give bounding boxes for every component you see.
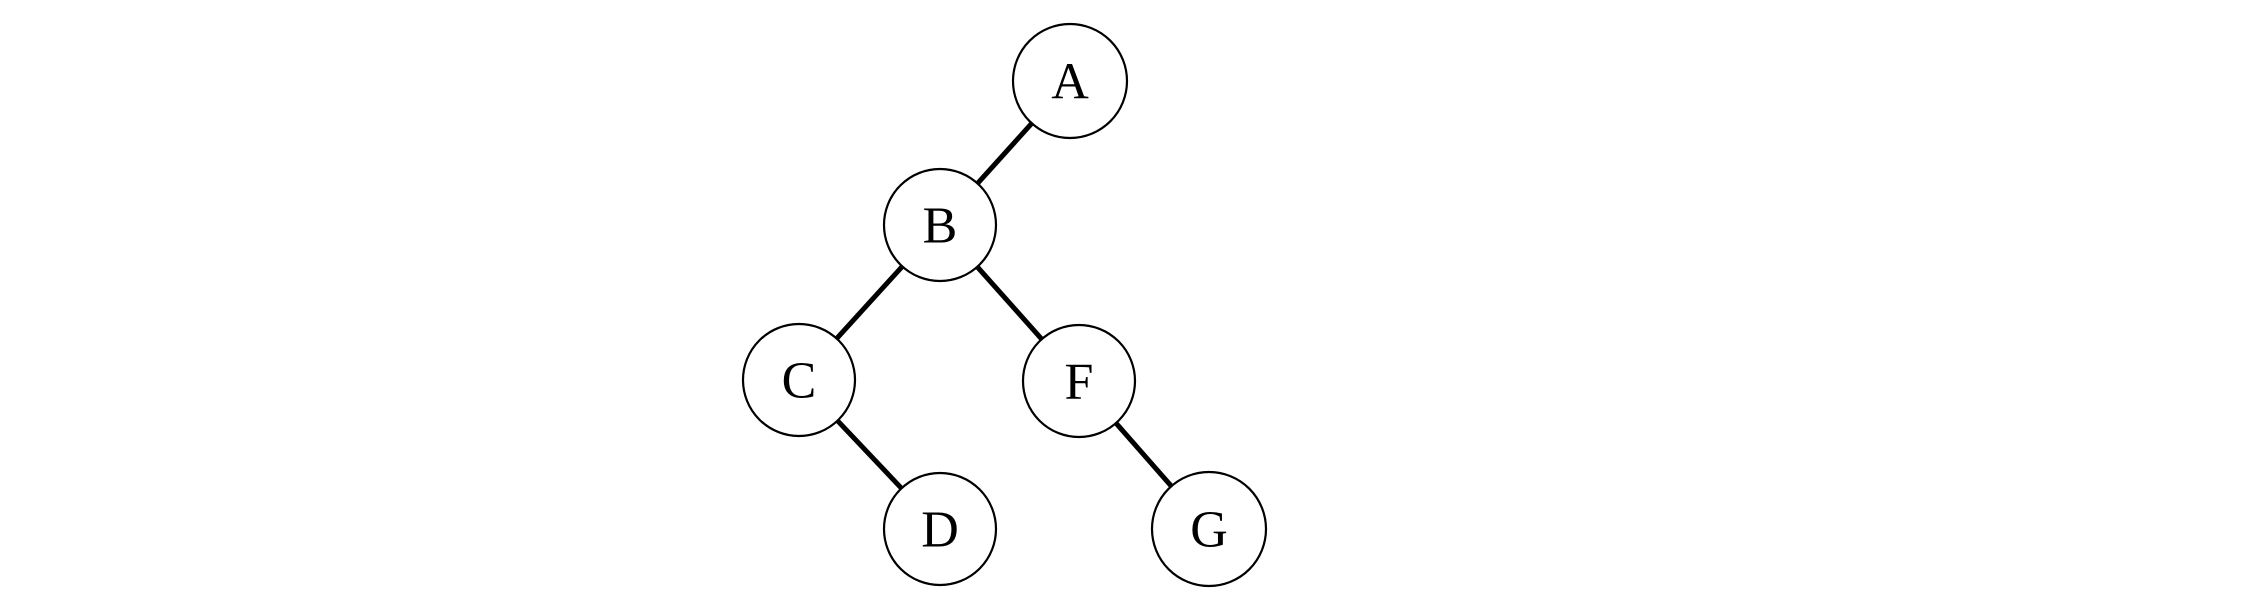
graph-edge-c-d — [834, 418, 905, 491]
node-circle-a[interactable] — [1011, 22, 1129, 140]
node-label-g: G — [1190, 502, 1228, 559]
graph-node-d[interactable]: D — [882, 471, 998, 587]
node-circle-b[interactable] — [882, 167, 998, 283]
node-label-b: B — [923, 198, 958, 255]
node-label-f: F — [1065, 354, 1094, 411]
nodes-layer: A B C F D G — [741, 22, 1268, 588]
node-label-d: D — [921, 502, 959, 559]
graph-edge-a-b — [974, 120, 1035, 186]
graph-node-b[interactable]: B — [882, 167, 998, 283]
graph-node-c[interactable]: C — [741, 322, 857, 438]
graph-edge-b-c — [834, 264, 905, 341]
node-circle-c[interactable] — [741, 322, 857, 438]
graph-node-a[interactable]: A — [1011, 22, 1129, 140]
node-circle-f[interactable] — [1021, 323, 1137, 439]
node-circle-d[interactable] — [882, 471, 998, 587]
graph-node-g[interactable]: G — [1150, 470, 1268, 588]
node-label-c: C — [782, 353, 817, 410]
edges-layer — [834, 120, 1174, 491]
graph-node-f[interactable]: F — [1021, 323, 1137, 439]
graph-edge-b-f — [974, 264, 1045, 342]
graph-edge-f-g — [1113, 420, 1174, 489]
node-circle-g[interactable] — [1150, 470, 1268, 588]
node-label-a: A — [1051, 54, 1089, 111]
